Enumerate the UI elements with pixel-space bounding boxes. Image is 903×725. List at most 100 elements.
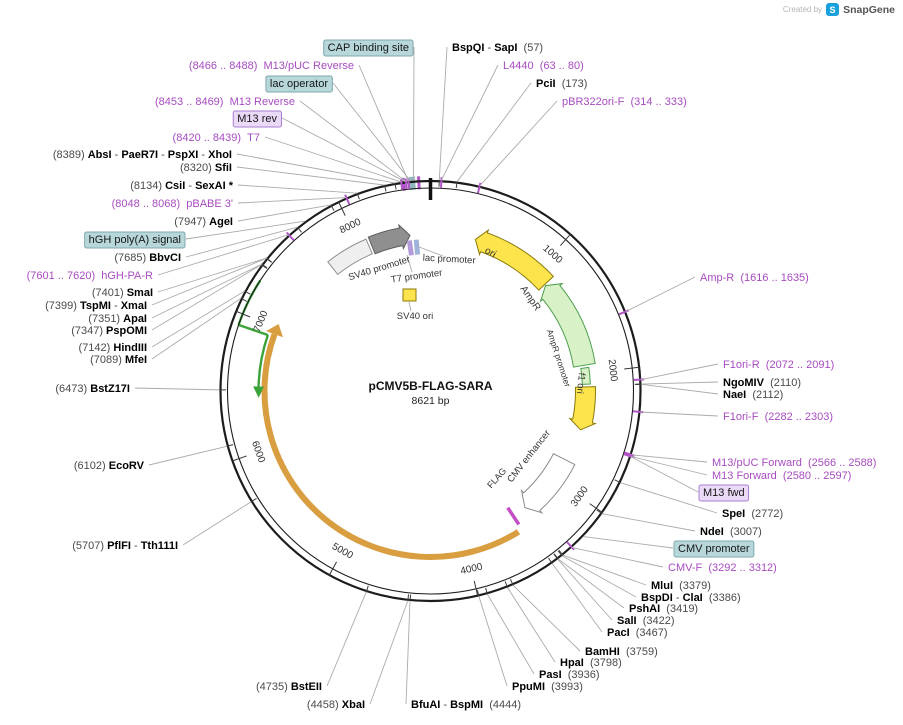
map-label[interactable]: (7351) ApaI bbox=[88, 313, 147, 325]
m13-rev-mark[interactable] bbox=[401, 177, 406, 191]
primer-site-tick[interactable] bbox=[344, 194, 351, 205]
map-label[interactable]: SalI (3422) bbox=[617, 615, 675, 627]
map-label[interactable]: (7601 .. 7620) hGH-PA-R bbox=[27, 270, 153, 282]
map-label[interactable]: (6473) BstZ17I bbox=[55, 383, 130, 395]
map-label[interactable]: lac operator bbox=[265, 75, 333, 93]
primer-site-tick[interactable] bbox=[404, 178, 408, 189]
map-label[interactable]: Amp-R (1616 .. 1635) bbox=[700, 272, 809, 284]
map-label[interactable]: BspDI - ClaI (3386) bbox=[641, 592, 741, 604]
ampr-promoter-feature[interactable] bbox=[580, 366, 591, 385]
enzyme-site-tick[interactable] bbox=[557, 550, 563, 557]
map-label[interactable]: (7947) AgeI bbox=[174, 216, 233, 228]
map-label[interactable]: PshAI (3419) bbox=[629, 603, 698, 615]
map-label[interactable]: (8389) AbsI - PaeR7I - PspXI - XhoI bbox=[53, 149, 232, 161]
map-label[interactable]: M13 fwd bbox=[698, 484, 750, 502]
enzyme-site-tick[interactable] bbox=[356, 192, 360, 200]
map-label[interactable]: PasI (3936) bbox=[539, 669, 600, 681]
map-label[interactable]: NaeI (2112) bbox=[723, 389, 783, 401]
flag-tag-feature[interactable] bbox=[506, 506, 521, 526]
orf-arrow-connector[interactable] bbox=[238, 323, 269, 337]
feature-label[interactable]: T7 promoter bbox=[390, 267, 443, 285]
enzyme-site-tick[interactable] bbox=[260, 263, 268, 269]
map-label[interactable]: (6102) EcoRV bbox=[74, 460, 145, 472]
sv40-ori-feature[interactable] bbox=[402, 288, 417, 302]
map-label[interactable]: (7142) HindIII bbox=[79, 342, 147, 354]
enzyme-site-tick[interactable] bbox=[365, 585, 369, 593]
sara-cds-feature[interactable] bbox=[261, 333, 521, 560]
ampr-feature[interactable] bbox=[539, 282, 596, 368]
cmv-enhancer-feature[interactable] bbox=[520, 452, 576, 514]
lac-promoter-strip[interactable] bbox=[413, 239, 421, 255]
primer-site-tick[interactable] bbox=[566, 541, 575, 551]
enzyme-site-tick[interactable] bbox=[476, 589, 480, 597]
feature-label[interactable]: f1 ori bbox=[574, 372, 587, 394]
map-label[interactable]: F1ori-F (2282 .. 2303) bbox=[723, 411, 833, 423]
map-label[interactable]: pBR322ori-F (314 .. 333) bbox=[562, 96, 687, 108]
enzyme-site-tick[interactable] bbox=[250, 497, 257, 503]
feature-label[interactable]: SV40 ori bbox=[397, 311, 433, 322]
enzyme-site-tick[interactable] bbox=[394, 182, 397, 190]
map-label[interactable]: PpuMI (3993) bbox=[512, 681, 583, 693]
enzyme-site-tick[interactable] bbox=[265, 257, 272, 263]
cap-lac-operator-mark[interactable] bbox=[408, 176, 416, 191]
enzyme-site-tick[interactable] bbox=[383, 184, 387, 192]
map-label[interactable]: CAP binding site bbox=[323, 39, 414, 57]
f1-ori-feature[interactable] bbox=[568, 386, 598, 431]
map-label[interactable]: (8134) CsiI - SexAI * bbox=[130, 180, 233, 192]
enzyme-site-tick[interactable] bbox=[510, 579, 514, 586]
map-label[interactable]: (7401) SmaI bbox=[92, 287, 153, 299]
enzyme-site-tick[interactable] bbox=[614, 479, 622, 484]
map-label[interactable]: M13 rev bbox=[232, 110, 282, 128]
enzyme-site-tick[interactable] bbox=[548, 557, 553, 565]
map-label[interactable]: (7347) PspOMI bbox=[71, 325, 147, 337]
map-label[interactable]: (8466 .. 8488) M13/pUC Reverse bbox=[189, 60, 354, 72]
map-label[interactable]: MluI (3379) bbox=[651, 580, 711, 592]
map-label[interactable]: BfuAI - BspMI (4444) bbox=[411, 699, 521, 711]
enzyme-site-tick[interactable] bbox=[407, 594, 410, 602]
enzyme-site-tick[interactable] bbox=[553, 553, 559, 560]
t7-promoter-strip[interactable] bbox=[406, 240, 414, 256]
primer-site-tick[interactable] bbox=[399, 178, 404, 190]
enzyme-site-tick[interactable] bbox=[240, 297, 247, 302]
map-label[interactable]: BspQI - SapI (57) bbox=[452, 42, 543, 54]
primer-site-tick[interactable] bbox=[440, 177, 443, 188]
enzyme-site-tick[interactable] bbox=[409, 594, 412, 602]
map-label[interactable]: (7685) BbvCI bbox=[114, 252, 181, 264]
primer-site-tick[interactable] bbox=[285, 231, 295, 241]
sv40-promoter-feature[interactable] bbox=[367, 223, 411, 255]
enzyme-site-tick[interactable] bbox=[261, 263, 268, 269]
primer-site-tick[interactable] bbox=[476, 182, 482, 194]
map-label[interactable]: CMV-F (3292 .. 3312) bbox=[668, 562, 777, 574]
map-label[interactable]: hGH poly(A) signal bbox=[84, 231, 186, 249]
enzyme-site-tick[interactable] bbox=[504, 581, 509, 589]
orf-arrow-inner[interactable] bbox=[257, 334, 270, 387]
map-label[interactable]: PacI (3467) bbox=[607, 627, 668, 639]
map-label[interactable]: (5707) PflFI - Tth111I bbox=[72, 540, 178, 552]
map-label[interactable]: M13/pUC Forward (2566 .. 2588) bbox=[712, 457, 876, 469]
map-label[interactable]: (8320) SfiI bbox=[180, 162, 232, 174]
feature-label[interactable]: lac promoter bbox=[422, 253, 475, 267]
map-label[interactable]: (4458) XbaI bbox=[307, 699, 365, 711]
map-label[interactable]: PciI (173) bbox=[536, 78, 587, 90]
map-label[interactable]: (7399) TspMI - XmaI bbox=[45, 300, 147, 312]
hgh-polya-feature[interactable] bbox=[327, 238, 373, 276]
map-label[interactable]: (4735) BstEII bbox=[256, 681, 322, 693]
enzyme-site-tick[interactable] bbox=[596, 509, 603, 515]
enzyme-site-tick[interactable] bbox=[243, 290, 251, 295]
map-label[interactable]: (8048 .. 8068) pBABE 3' bbox=[112, 198, 233, 210]
map-label[interactable]: SpeI (2772) bbox=[722, 508, 783, 520]
enzyme-site-tick[interactable] bbox=[485, 587, 488, 595]
ori-feature[interactable] bbox=[474, 228, 555, 291]
enzyme-site-tick[interactable] bbox=[226, 444, 234, 447]
map-label[interactable]: BamHI (3759) bbox=[585, 646, 658, 658]
map-label[interactable]: NgoMIV (2110) bbox=[723, 377, 801, 389]
map-label[interactable]: HpaI (3798) bbox=[560, 657, 622, 669]
m13-puc-rev-mark[interactable] bbox=[417, 176, 421, 190]
map-label[interactable]: L4440 (63 .. 80) bbox=[503, 60, 584, 72]
map-label[interactable]: (7089) MfeI bbox=[90, 354, 147, 366]
map-label[interactable]: F1ori-R (2072 .. 2091) bbox=[723, 359, 834, 371]
enzyme-site-tick[interactable] bbox=[296, 226, 302, 233]
map-label[interactable]: M13 Forward (2580 .. 2597) bbox=[712, 470, 851, 482]
map-label[interactable]: (8420 .. 8439) T7 bbox=[173, 132, 260, 144]
enzyme-site-tick[interactable] bbox=[558, 549, 564, 556]
